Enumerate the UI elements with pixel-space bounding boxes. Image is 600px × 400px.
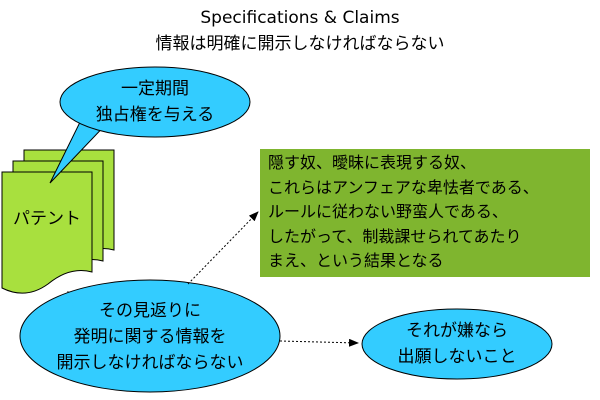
consequence-line-4: したがって、制裁課せられてあたり (268, 226, 522, 246)
alternative-line-1: それが嫌なら (406, 321, 508, 341)
patent-page-front (1, 171, 93, 294)
exclusive-rights-line-2: 独占権を与える (95, 105, 215, 125)
consequence-line-1: 隠す奴、曖昧に表現する奴、 (268, 153, 477, 172)
disclosure-line-2: 発明に関する情報を (73, 327, 227, 347)
consequence-line-3: ルールに従わない野蛮人である、 (268, 202, 508, 221)
disclosure-line-1: その見返りに (99, 301, 201, 321)
alternative-line-2: 出願しないこと (397, 347, 517, 367)
consequence-line-2: これらはアンフェアな卑怯者である、 (268, 177, 539, 197)
alternative-label: それが嫌なら 出願しないこと (367, 318, 547, 370)
patent-label: パテント (13, 209, 81, 229)
consequence-line-5: まえ、という結果となる (268, 251, 444, 270)
consequence-box: 隠す奴、曖昧に表現する奴、 これらはアンフェアな卑怯者である、 ルールに従わない… (260, 149, 590, 277)
patent-document-stack (1, 149, 115, 294)
exclusive-rights-label: 一定期間 独占権を与える (65, 76, 245, 128)
title-line-1: Specifications & Claims (200, 8, 400, 28)
disclosure-label: その見返りに 発明に関する情報を 開示しなければならない (30, 298, 270, 376)
alternative-ellipse (361, 308, 553, 380)
arrow-to-alternative (279, 338, 359, 347)
exclusive-rights-line-1: 一定期間 (121, 79, 189, 99)
title-line-2: 情報は明確に開示しなければならない (155, 34, 445, 54)
disclosure-line-3: 開示しなければならない (56, 353, 244, 373)
arrow-to-consequence (187, 211, 259, 285)
